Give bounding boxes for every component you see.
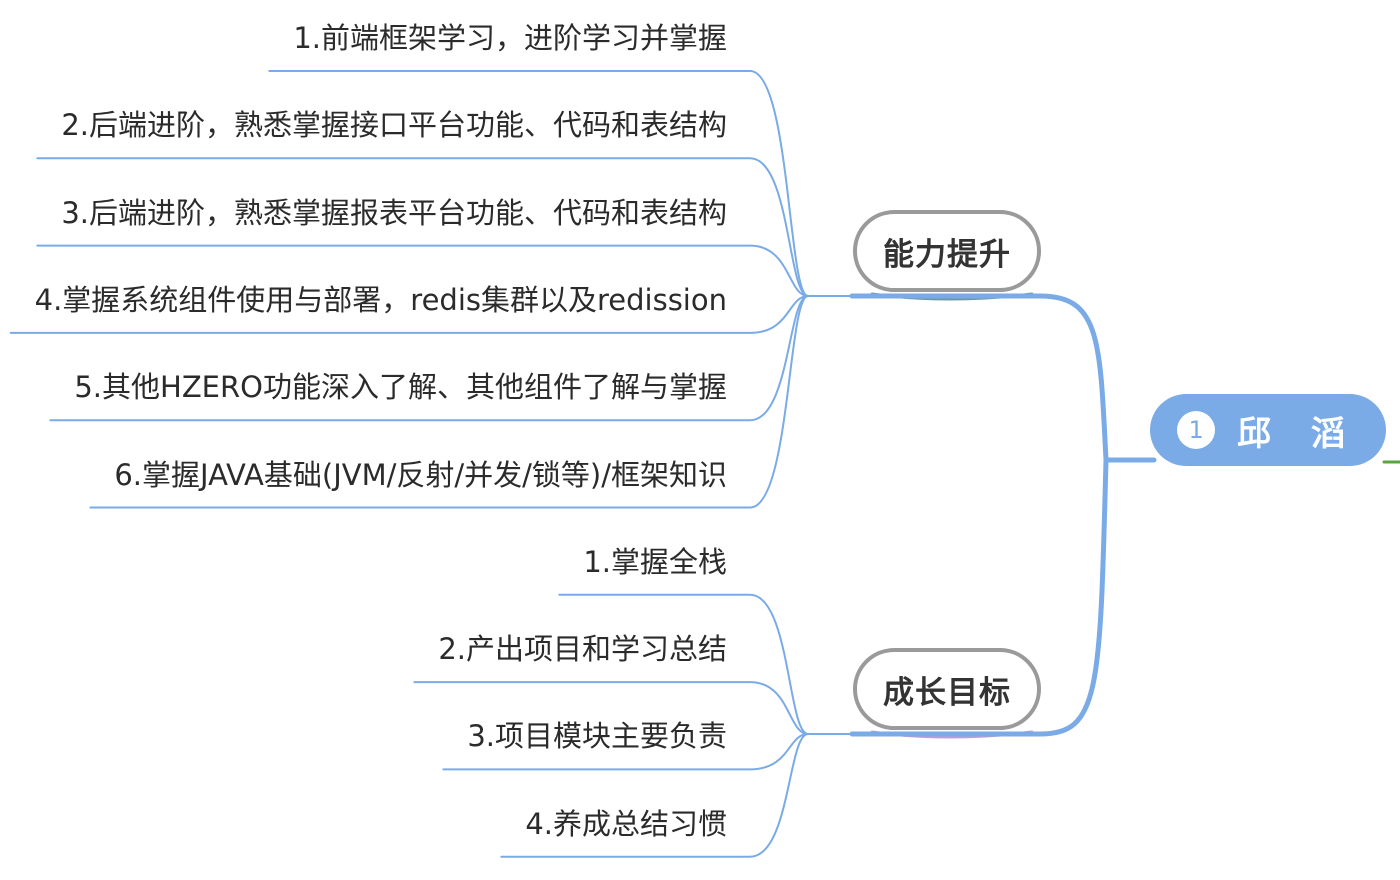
root-node[interactable]: 1 邱 滔	[1150, 394, 1386, 466]
leaf-connector	[36, 244, 809, 297]
leaf-connector	[268, 70, 809, 297]
leaf-connector	[9, 295, 809, 334]
root-label: 邱 滔	[1237, 413, 1359, 454]
leaf-connector	[36, 157, 809, 297]
leaf-node[interactable]: 3.项目模块主要负责	[467, 719, 727, 754]
priority-badge-icon: 1	[1177, 411, 1216, 449]
leaf-node[interactable]: 1.前端框架学习，进阶学习并掌握	[293, 21, 727, 55]
category-label: 能力提升	[883, 236, 1011, 273]
leaf-node[interactable]: 6.掌握JAVA基础(JVM/反射/并发/锁等)/框架知识	[114, 457, 727, 492]
leaf-node[interactable]: 5.其他HZERO功能深入了解、其他组件了解与掌握	[74, 370, 727, 405]
leaf-node[interactable]: 2.产出项目和学习总结	[438, 632, 727, 667]
trunk-connector	[849, 293, 1157, 463]
leaf-node[interactable]: 2.后端进阶，熟悉掌握接口平台功能、代码和表结构	[61, 108, 727, 143]
leaf-node[interactable]: 4.养成总结习惯	[525, 806, 727, 841]
leaf-connector	[442, 733, 809, 771]
leaf-connector	[89, 295, 809, 509]
leaf-connector	[413, 681, 809, 735]
leaf-node[interactable]: 4.掌握系统组件使用与部署，redis集群以及redission	[34, 282, 727, 317]
category-node-ability[interactable]: 能力提升	[853, 210, 1041, 292]
trunk-connector	[849, 457, 1109, 737]
leaf-connector	[558, 593, 809, 735]
leaf-connector	[49, 295, 809, 422]
leaf-node[interactable]: 1.掌握全栈	[583, 544, 727, 579]
category-label: 成长目标	[883, 674, 1011, 711]
category-node-growth[interactable]: 成长目标	[853, 648, 1041, 730]
leaf-node[interactable]: 3.后端进阶，熟悉掌握报表平台功能、代码和表结构	[61, 195, 727, 230]
leaf-connector	[500, 733, 809, 858]
